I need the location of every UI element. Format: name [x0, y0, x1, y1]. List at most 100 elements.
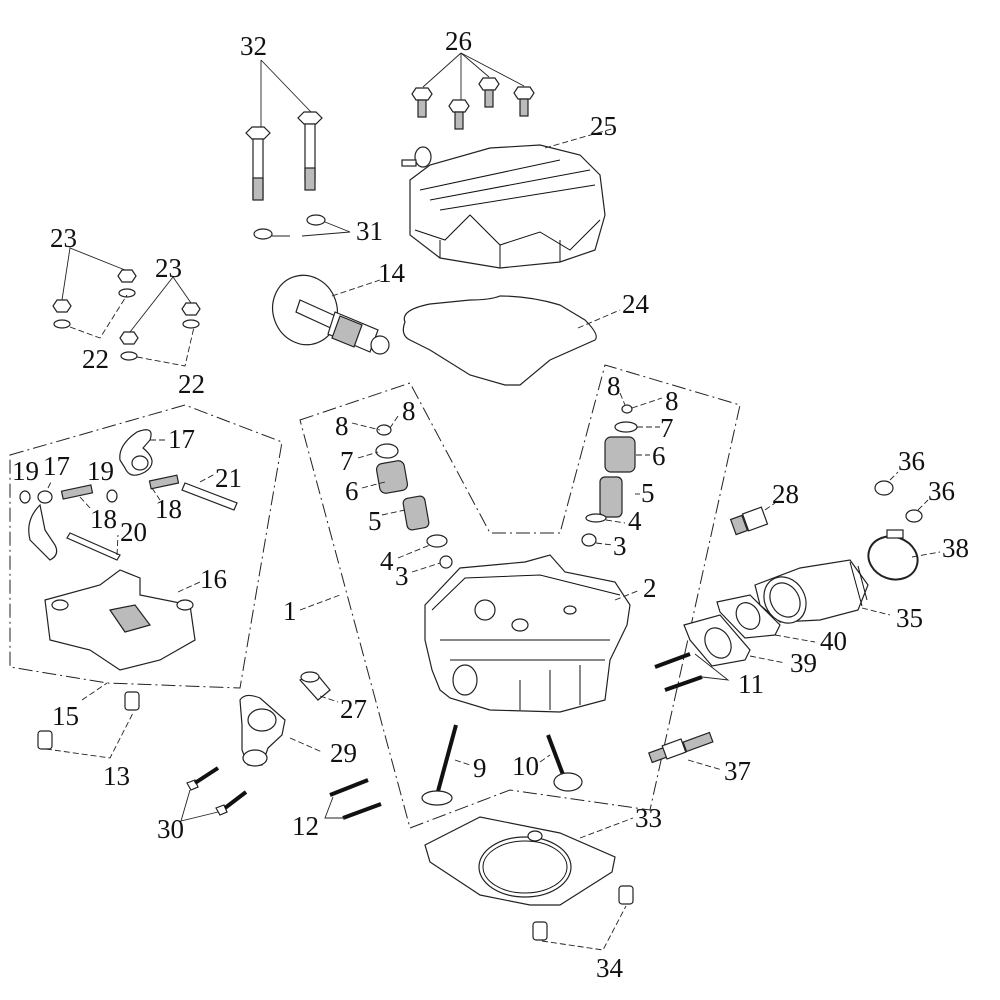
leader-17b	[47, 479, 53, 489]
callout-13: 13	[103, 761, 130, 791]
part-16-rocker-holder	[44, 569, 196, 671]
leader-22a	[69, 294, 128, 339]
part-10-exhaust-valve	[546, 734, 583, 792]
part-38-hose-clamp	[867, 529, 919, 581]
leader-24	[577, 309, 621, 329]
leader-11	[694, 653, 730, 681]
part-39-gasket	[683, 614, 751, 667]
callout-22-b: 22	[178, 369, 205, 399]
callout-8-d: 8	[665, 386, 679, 416]
callout-25: 25	[590, 111, 617, 141]
leader-36b	[917, 499, 929, 511]
leader-13	[45, 712, 134, 759]
part-22-23-nuts-washers	[52, 269, 201, 361]
callout-3-right: 3	[613, 531, 627, 561]
leader-40	[774, 634, 816, 643]
part-25-valve-cover	[401, 144, 606, 269]
part-11-studs	[654, 652, 703, 692]
callout-1: 1	[283, 596, 297, 626]
callout-19-b: 19	[87, 456, 114, 486]
leader-4a	[397, 544, 431, 559]
leader-30	[180, 789, 219, 822]
part-34-dowels	[532, 885, 634, 941]
callout-23-a: 23	[50, 223, 77, 253]
leader-21	[199, 473, 216, 483]
leader-7a	[357, 451, 379, 459]
leader-18b	[151, 487, 161, 501]
leader-25	[544, 127, 616, 149]
leader-14	[331, 279, 381, 297]
leader-8a	[351, 422, 381, 431]
leader-26d	[460, 52, 525, 87]
callout-3-left: 3	[395, 561, 409, 591]
part-37-spark-plug	[648, 731, 714, 764]
leader-8c	[619, 392, 626, 406]
part-24-cover-gasket	[402, 295, 597, 386]
leader-15	[81, 682, 108, 701]
part-30-bolts	[186, 766, 248, 816]
part-28-sensor	[729, 506, 769, 536]
callout-7-right: 7	[660, 413, 674, 443]
leader-12	[324, 796, 345, 819]
leader-20	[116, 534, 119, 556]
callout-30: 30	[157, 814, 184, 844]
leader-28	[764, 502, 776, 511]
leader-4b	[605, 519, 626, 524]
callout-8-c: 8	[607, 371, 621, 401]
callout-17-b: 17	[43, 451, 70, 481]
part-17-rocker-arms	[28, 429, 153, 561]
leader-37	[687, 759, 723, 771]
part-31-washers	[253, 214, 326, 240]
part-13-dowels	[37, 691, 140, 750]
callout-32: 32	[240, 31, 267, 61]
part-26-cover-bolts	[411, 77, 535, 130]
callout-39: 39	[790, 648, 817, 678]
part-36-plugs	[874, 480, 923, 523]
leader-9	[454, 759, 471, 766]
part-14-camshaft	[272, 274, 390, 355]
part-33-head-gasket	[424, 816, 616, 906]
part-18-springs	[60, 474, 180, 500]
callout-31: 31	[356, 216, 383, 246]
callout-27: 27	[340, 694, 367, 724]
callout-34: 34	[596, 953, 624, 983]
part-19-pins	[19, 489, 118, 504]
rocker-arm-group-outline	[9, 404, 283, 689]
leader-39	[749, 655, 786, 664]
callout-14: 14	[378, 258, 406, 288]
callout-9: 9	[473, 753, 487, 783]
leader-38	[911, 551, 941, 558]
callout-20: 20	[120, 517, 147, 547]
callout-11: 11	[738, 669, 764, 699]
part-29-thermostat-housing	[239, 694, 286, 767]
leader-31b	[301, 221, 351, 237]
callout-4-right: 4	[628, 506, 642, 536]
callout-36-a: 36	[898, 446, 925, 476]
cylinder-head-group-outline	[299, 364, 741, 829]
callout-16: 16	[200, 564, 227, 594]
leader-18a	[79, 496, 91, 509]
callout-23-b: 23	[155, 253, 182, 283]
callout-38: 38	[942, 533, 969, 563]
callout-15: 15	[52, 701, 79, 731]
callout-10: 10	[512, 751, 539, 781]
callout-17-a: 17	[168, 424, 195, 454]
callout-40: 40	[820, 626, 847, 656]
leader-35	[861, 607, 891, 616]
leader-36a	[889, 471, 899, 481]
callout-4-left: 4	[380, 546, 394, 576]
leader-26	[422, 52, 462, 88]
callout-6-left: 6	[345, 476, 359, 506]
leader-8b	[389, 415, 399, 429]
leader-10	[539, 754, 551, 763]
leader-33	[579, 817, 634, 839]
callout-28: 28	[772, 479, 799, 509]
leader-23a	[61, 247, 126, 301]
callout-12: 12	[292, 811, 319, 841]
callout-33: 33	[635, 803, 662, 833]
leader-27	[319, 695, 339, 703]
part-9-intake-valve	[421, 724, 458, 806]
callout-8-a: 8	[335, 411, 349, 441]
part-2-cylinder-head	[424, 554, 631, 713]
